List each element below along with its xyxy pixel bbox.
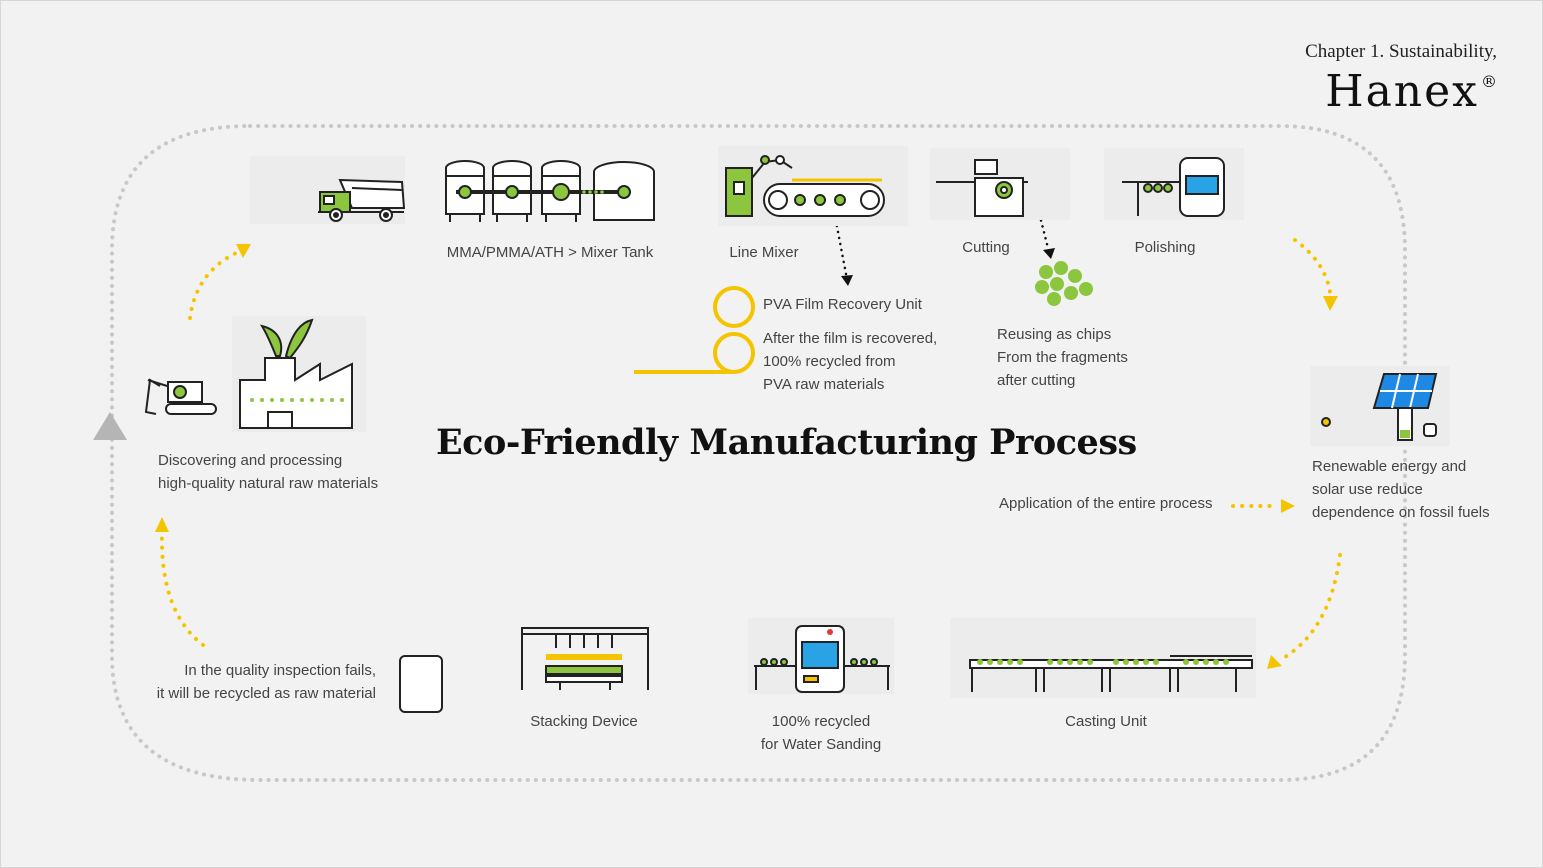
solar-label: Renewable energy and solar use reduce de… <box>1312 455 1490 524</box>
arrow-solar-to-casting <box>1278 553 1342 662</box>
stacking-label: Stacking Device <box>530 713 638 730</box>
chips-line-2: From the fragments <box>997 349 1128 366</box>
dump-truck-icon <box>250 156 406 224</box>
cutting-label: Cutting <box>962 239 1010 256</box>
pva-line-3: PVA raw materials <box>763 376 885 393</box>
solar-line-2: solar use reduce <box>1312 481 1423 498</box>
pva-title: PVA Film Recovery Unit <box>763 296 922 313</box>
slab-icon <box>399 655 443 713</box>
casting-label: Casting Unit <box>1065 713 1147 730</box>
raw-materials-label: Discovering and processing high-quality … <box>158 449 378 495</box>
chips-line-1: Reusing as chips <box>997 326 1112 343</box>
recycled-chips-icon <box>1035 261 1093 306</box>
chips-line-3: after cutting <box>997 372 1076 389</box>
brand-name: Hanex <box>1325 66 1479 117</box>
process-loop-path <box>110 124 1407 782</box>
mixer-tanks-icon <box>445 160 655 222</box>
pva-line-1: After the film is recovered, <box>763 330 938 347</box>
mixer-tank-label: MMA/PMMA/ATH > Mixer Tank <box>446 244 654 261</box>
raw-materials-line-1: Discovering and processing <box>158 452 343 469</box>
water-sanding-line-2: for Water Sanding <box>760 736 882 753</box>
water-sanding-label: 100% recycled for Water Sanding <box>740 710 902 756</box>
loop-direction-triangle <box>93 412 127 440</box>
polishing-label: Polishing <box>1134 239 1196 256</box>
solar-line-1: Renewable energy and <box>1312 458 1467 475</box>
pva-line-2: 100% recycled from <box>763 353 896 370</box>
excavator-factory-icon <box>144 316 366 432</box>
arrow-raw-to-truck <box>188 250 240 320</box>
chapter-heading: Chapter 1. Sustainability, <box>1305 41 1497 62</box>
raw-materials-line-2: high-quality natural raw materials <box>158 475 379 492</box>
quality-line-2: it will be recycled as raw material <box>156 685 376 702</box>
application-note: Application of the entire process <box>999 495 1213 512</box>
line-mixer-label: Line Mixer <box>729 244 799 261</box>
diagram-title: Eco-Friendly Manufacturing Process <box>436 422 1137 463</box>
quality-line-1: In the quality inspection fails, <box>184 662 376 679</box>
chips-note: Reusing as chips From the fragments afte… <box>997 323 1128 392</box>
water-sanding-machine-icon <box>748 618 894 694</box>
arrow-polish-to-solar <box>1293 238 1332 294</box>
brand-logo: Hanex® <box>1325 66 1499 117</box>
stacking-device-icon <box>521 627 649 690</box>
arrow-quality-to-raw <box>159 530 205 647</box>
trademark-mark: ® <box>1481 72 1499 91</box>
line-mixer-robot-icon <box>718 146 908 226</box>
cutting-machine-icon <box>930 148 1070 220</box>
water-sanding-line-1: 100% recycled <box>771 713 871 730</box>
quality-inspection-label: In the quality inspection fails, it will… <box>130 659 376 705</box>
pva-roller-icon <box>634 286 755 374</box>
polishing-machine-icon <box>1104 148 1244 220</box>
casting-conveyor-icon <box>950 618 1256 698</box>
solar-line-3: dependence on fossil fuels <box>1312 504 1490 521</box>
pva-description: After the film is recovered, 100% recycl… <box>763 327 937 396</box>
solar-panel-icon <box>1310 366 1450 446</box>
